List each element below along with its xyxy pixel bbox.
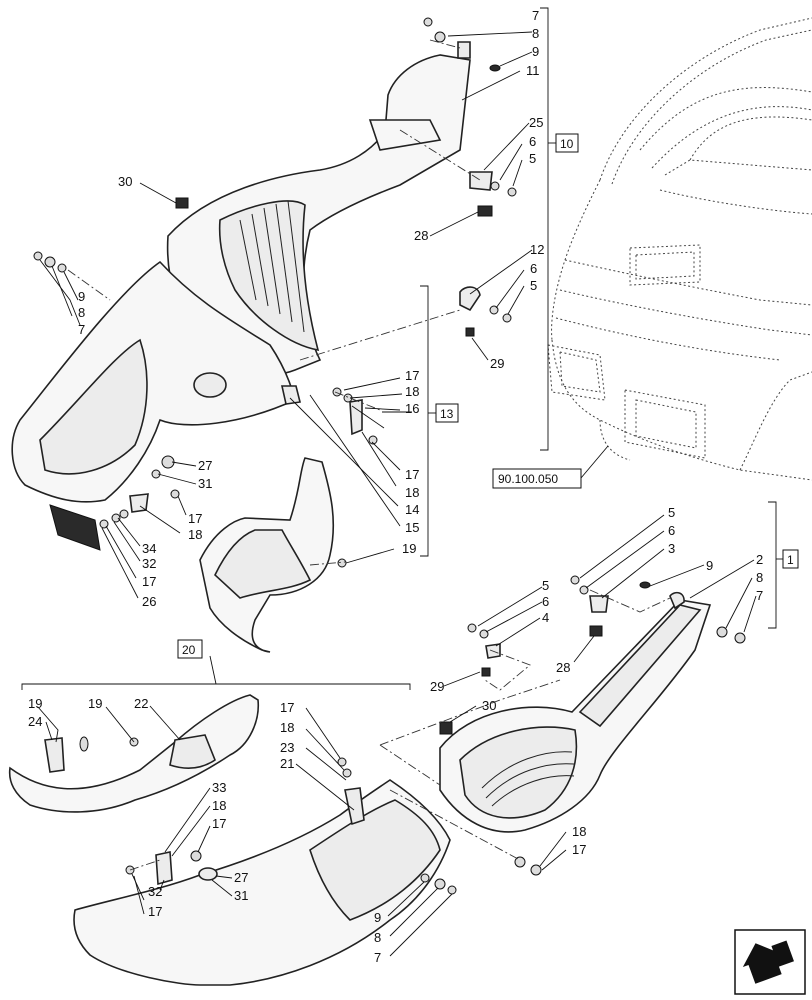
group-box-20 <box>177 639 203 659</box>
callout: 7 <box>78 322 85 337</box>
callout: 28 <box>414 228 428 243</box>
group-label-10: 10 <box>560 137 574 151</box>
group-brackets <box>21 7 799 690</box>
callout: 26 <box>142 594 156 609</box>
callout: 25 <box>529 115 543 130</box>
callout: 33 <box>212 780 226 795</box>
hood-outline <box>547 17 812 481</box>
callout: 17 <box>280 700 294 715</box>
group-label-1: 1 <box>787 553 794 567</box>
callout: 8 <box>532 26 539 41</box>
callout: 22 <box>134 696 148 711</box>
callout: 18 <box>280 720 294 735</box>
callout: 27 <box>234 870 248 885</box>
upper-fender-assembly <box>11 54 471 551</box>
callout: 18 <box>188 527 202 542</box>
callout: 12 <box>530 242 544 257</box>
callout: 7 <box>374 950 381 965</box>
callout: 24 <box>28 714 42 729</box>
callout: 8 <box>374 930 381 945</box>
callout: 32 <box>148 884 162 899</box>
callout: 17 <box>405 467 419 482</box>
callout: 18 <box>405 384 419 399</box>
callout: 6 <box>530 261 537 276</box>
callout: 18 <box>212 798 226 813</box>
callout: 23 <box>280 740 294 755</box>
callout: 19 <box>88 696 102 711</box>
group-label-20: 20 <box>182 643 196 657</box>
callout: 17 <box>572 842 586 857</box>
front-fender-1 <box>439 575 746 833</box>
callout: 17 <box>405 368 419 383</box>
callout: 8 <box>78 305 85 320</box>
callout: 6 <box>542 594 549 609</box>
callout: 18 <box>405 485 419 500</box>
callout: 5 <box>542 578 549 593</box>
callout: 7 <box>532 8 539 23</box>
callout: 18 <box>572 824 586 839</box>
callout: 5 <box>529 151 536 166</box>
callout: 9 <box>374 910 381 925</box>
callout: 8 <box>756 570 763 585</box>
callout: 16 <box>405 401 419 416</box>
callout: 9 <box>532 44 539 59</box>
callout: 6 <box>668 523 675 538</box>
callout: 4 <box>542 610 549 625</box>
assembly-lines <box>67 39 671 871</box>
callout: 7 <box>756 588 763 603</box>
leader-lines <box>37 31 757 957</box>
callout: 3 <box>668 541 675 556</box>
callout: 31 <box>234 888 248 903</box>
callout: 30 <box>118 174 132 189</box>
callout: 17 <box>148 904 162 919</box>
callout: 19 <box>402 541 416 556</box>
callout: 9 <box>78 289 85 304</box>
callout: 15 <box>405 520 419 535</box>
callout: 9 <box>706 558 713 573</box>
reference-box <box>492 468 582 489</box>
fender-group-20 <box>8 694 542 986</box>
callout-labels: 7 8 9 11 25 6 5 30 28 12 6 5 29 9 8 7 17… <box>28 8 763 965</box>
callout: 19 <box>28 696 42 711</box>
group-box-labels: 10 13 1 20 90.100.050 <box>182 137 794 657</box>
callout: 2 <box>756 552 763 567</box>
callout: 31 <box>198 476 212 491</box>
callout: 14 <box>405 502 419 517</box>
group-box-13 <box>435 403 459 423</box>
callout: 34 <box>142 541 156 556</box>
callout: 17 <box>142 574 156 589</box>
callout: 17 <box>212 816 226 831</box>
middle-fender-piece <box>199 457 335 653</box>
callout: 5 <box>530 278 537 293</box>
callout: 27 <box>198 458 212 473</box>
callout: 29 <box>490 356 504 371</box>
arrow-icon[interactable] <box>734 929 806 995</box>
reference-label: 90.100.050 <box>498 472 558 486</box>
callout: 29 <box>430 679 444 694</box>
callout: 30 <box>482 698 496 713</box>
group-box-10 <box>555 133 579 153</box>
callout: 6 <box>529 134 536 149</box>
callout: 28 <box>556 660 570 675</box>
group-label-13: 13 <box>440 407 454 421</box>
callout: 32 <box>142 556 156 571</box>
callout: 5 <box>668 505 675 520</box>
callout: 17 <box>188 511 202 526</box>
callout: 11 <box>526 63 540 78</box>
group-box-1 <box>782 549 799 569</box>
callout: 21 <box>280 756 294 771</box>
